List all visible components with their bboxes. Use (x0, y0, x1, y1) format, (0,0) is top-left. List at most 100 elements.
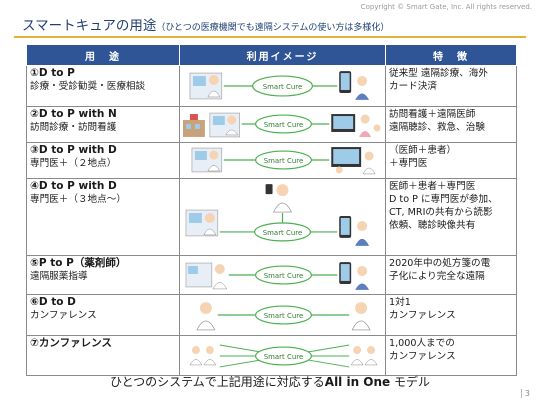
feature-line: CT, MRIの共有から読影 (389, 207, 493, 218)
use-cell: ③D to P with D 専門医＋（２地点） (26, 142, 180, 179)
scene-d-to-p-with-n: Smart Cure (182, 112, 381, 138)
use-cell: ⑥D to D カンファレンス (26, 294, 180, 336)
patient-phone-icon (339, 216, 370, 246)
use-title: ⑤P to P（薬剤師） (30, 257, 127, 269)
smart-cure-cloud-icon: Smart Cure (255, 114, 312, 134)
use-title: ②D to P with N (30, 108, 117, 120)
footer-caption: ひとつのシステムで上記用途に対応するAll in One モデル (0, 373, 540, 390)
feature-line: 医師＋患者＋専門医 (389, 181, 476, 192)
feature-line: カード決済 (389, 81, 437, 92)
header-image: 利用イメージ (179, 44, 386, 66)
use-cell: ④D to P with D 専門医＋（３地点～） (26, 178, 180, 256)
use-subtitle: 専門医＋（３地点～） (30, 194, 126, 205)
feature-line: 依頼、聴診映像共有 (389, 220, 476, 231)
cloud-label: Smart Cure (264, 272, 304, 280)
features-cell: 医師＋患者＋専門医 D to P に専門医が参加、 CT, MRIの共有から読影依頼… (385, 178, 517, 256)
use-subtitle: カンファレンス (30, 310, 97, 321)
use-subtitle: 診療・受診勧奨・医療相談 (30, 81, 146, 92)
scene-conference: Smart Cure (189, 344, 378, 368)
footer-text: ひとつのシステムで上記用途に対応する (109, 375, 325, 389)
title-underline (14, 36, 526, 38)
image-cell: Smart Cure (179, 106, 386, 143)
smart-cure-cloud-icon: Smart Cure (255, 265, 312, 285)
page-number: 3 (520, 389, 530, 398)
feature-line: 子化により完全な遠隔 (389, 271, 485, 282)
use-cell: ①D to P 診療・受診勧奨・医療相談 (26, 65, 180, 107)
specialist-computer-icon (191, 147, 223, 173)
doctor-patient-monitor-icon (331, 147, 376, 175)
table-row: ⑤P to P（薬剤師） 遠隔服薬指導 Smart Cure (26, 255, 517, 295)
image-cell: Smart Cure (179, 65, 386, 107)
specialist-icon (265, 184, 292, 213)
feature-line: ＋専門医 (389, 158, 428, 169)
page-title: スマートキュアの用途（ひとつの医療機関でも遠隔システムの使い方は多様化） (22, 14, 389, 34)
feature-line: 訪問看護＋遠隔医師 (389, 109, 476, 120)
doctors-group-icon (189, 346, 217, 366)
scene-p-to-p: Smart Cure (185, 262, 370, 290)
copyright-notice: Copyright © Smart Gate, Inc. All rights … (360, 3, 532, 11)
use-subtitle: 遠隔服薬指導 (30, 271, 88, 282)
feature-line: 従来型 遠隔診療、海外 (389, 68, 488, 79)
cloud-label: Smart Cure (264, 157, 304, 165)
patient-phone-icon (339, 262, 370, 290)
image-cell: Smart Cure (179, 255, 386, 295)
cloud-label: Smart Cure (264, 312, 304, 320)
scene-d-to-p: Smart Cure (189, 71, 370, 100)
smart-cure-cloud-icon: Smart Cure (254, 222, 311, 242)
scene-d-to-d: Smart Cure (196, 302, 371, 331)
use-cell: ②D to P with N 訪問診療・訪問看護 (26, 106, 180, 143)
doctor-computer-icon (185, 209, 219, 237)
use-cell: ⑦カンファレンス (26, 335, 180, 376)
features-cell: 従来型 遠隔診療、海外カード決済 (385, 65, 517, 107)
cloud-label: Smart Cure (264, 353, 304, 361)
table-row: ⑥D to D カンファレンス Smart Cure (26, 294, 517, 336)
doctor-computer-icon (189, 72, 223, 100)
feature-line: カンファレンス (389, 310, 456, 321)
use-title: ④D to P with D (30, 180, 117, 192)
scene-d-to-p-with-d-three: Smart Cure (185, 184, 370, 246)
doctor-icon (351, 302, 371, 331)
doctor-icon (196, 302, 216, 331)
image-cell: Smart Cure (179, 335, 386, 376)
table-row: ④D to P with D 専門医＋（３地点～） (26, 178, 517, 256)
image-cell: Smart Cure (179, 294, 386, 336)
cloud-label: Smart Cure (263, 83, 303, 91)
feature-line: カンファレンス (389, 351, 456, 362)
title-main: スマートキュアの用途 (22, 18, 157, 34)
feature-line: 1対1 (389, 297, 411, 308)
use-subtitle: 専門医＋（２地点） (30, 158, 117, 169)
use-title: ⑥D to D (30, 296, 76, 308)
scene-d-to-p-with-d-two: Smart Cure (191, 147, 376, 175)
feature-line: 1,000人までの (389, 338, 455, 349)
smart-cure-cloud-icon: Smart Cure (255, 346, 312, 366)
use-cell: ⑤P to P（薬剤師） 遠隔服薬指導 (26, 255, 180, 295)
footer-emphasis: All in One (324, 375, 391, 389)
nurse-patient-icon (331, 114, 381, 137)
doctors-group-icon (350, 346, 378, 366)
doctor-computer-icon (209, 112, 241, 138)
footer-text-end: モデル (390, 375, 431, 389)
features-cell: 訪問看護＋遠隔医師遠隔聴診、救急、治験 (385, 106, 517, 143)
features-cell: （医師＋患者） ＋専門医 (385, 142, 517, 179)
feature-line: （医師＋患者） (389, 145, 457, 156)
table-row: ⑦カンファレンス Smart Cure (26, 335, 517, 376)
features-cell: 1対1 カンファレンス (385, 294, 517, 336)
feature-line: D to P に専門医が参加、 (389, 194, 498, 205)
header-use: 用 途 (26, 44, 180, 66)
use-title: ③D to P with D (30, 144, 117, 156)
title-subtitle: （ひとつの医療機関でも遠隔システムの使い方は多様化） (156, 23, 390, 33)
features-cell: 1,000人までのカンファレンス (385, 335, 517, 376)
cloud-label: Smart Cure (263, 229, 303, 237)
feature-line: 2020年中の処方箋の電 (389, 258, 491, 269)
features-cell: 2020年中の処方箋の電子化により完全な遠隔 (385, 255, 517, 295)
table-row: ③D to P with D 専門医＋（２地点） Smart Cure (26, 142, 517, 179)
feature-line: 遠隔聴診、救急、治験 (389, 122, 485, 133)
image-cell: Smart Cure (179, 178, 386, 256)
pharmacist-icon (185, 262, 228, 290)
cloud-label: Smart Cure (264, 121, 304, 129)
use-subtitle: 訪問診療・訪問看護 (30, 122, 117, 133)
use-title: ①D to P (30, 67, 75, 79)
table-header-row: 用 途 利用イメージ 特 徴 (26, 44, 517, 66)
